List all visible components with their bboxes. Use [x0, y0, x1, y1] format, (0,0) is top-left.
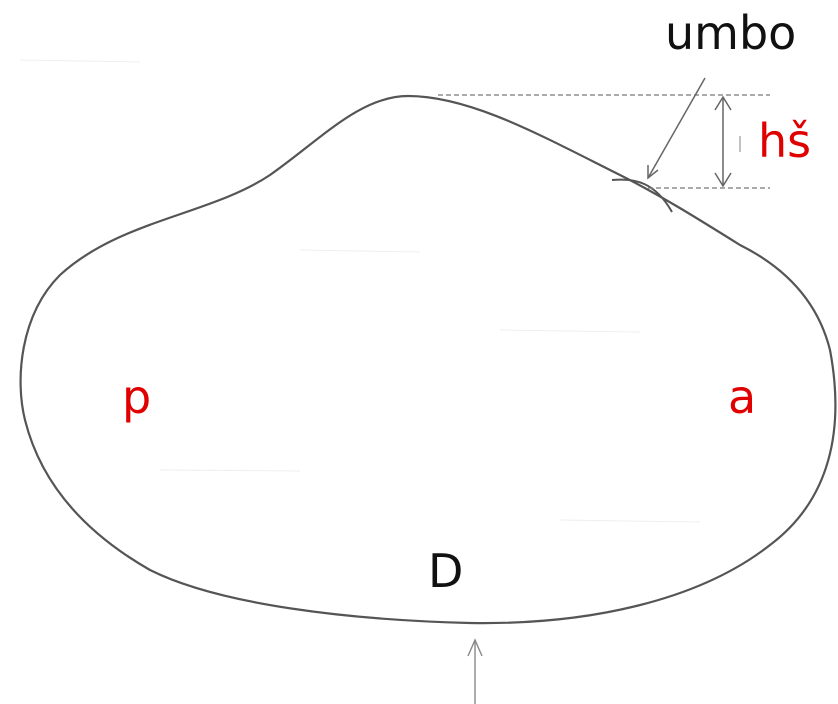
ventral-pointer-arrow — [467, 638, 483, 704]
shell-outline — [19, 94, 837, 625]
umbo-label: umbo — [665, 6, 797, 60]
height-double-arrow — [714, 95, 732, 188]
anterior-label: a — [728, 370, 757, 424]
height-label: hš — [758, 114, 812, 168]
posterior-label: p — [122, 370, 152, 424]
paper-texture — [19, 59, 701, 523]
umbo-mark — [611, 178, 673, 213]
umbo-pointer-arrow — [647, 77, 706, 180]
ventral-label: D — [428, 544, 464, 598]
